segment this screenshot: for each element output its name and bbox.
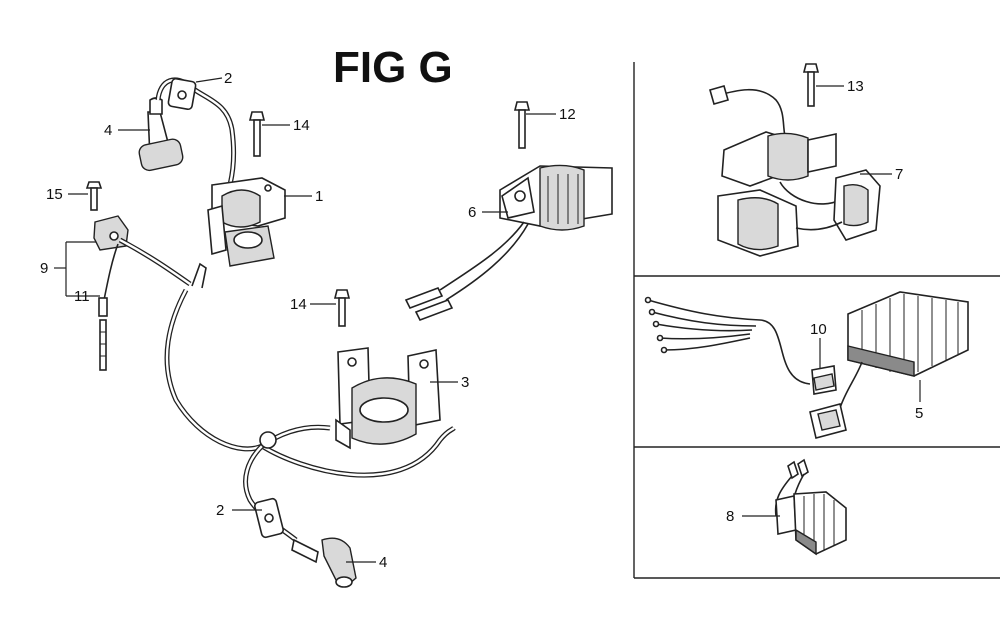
callout-5: 5 [915, 405, 923, 422]
bolt-14-middle [333, 289, 351, 327]
bolt-13 [802, 63, 820, 107]
ignition-lead-upper [155, 77, 237, 201]
callout-6: 6 [468, 204, 476, 221]
spark-plug-cap-lower [291, 537, 357, 588]
callout-14-upper: 14 [293, 117, 310, 134]
callout-2-lower: 2 [216, 502, 224, 519]
bolt-15 [85, 181, 103, 211]
ignition-lead-lower [243, 424, 331, 542]
callout-13: 13 [847, 78, 864, 95]
right-panels [633, 62, 1000, 579]
ignition-coil-3 [335, 347, 441, 450]
callout-2-upper: 2 [224, 70, 232, 87]
callout-15: 15 [46, 186, 63, 203]
callout-11: 11 [74, 288, 90, 305]
callout-14-middle: 14 [290, 296, 307, 313]
callout-1: 1 [315, 188, 323, 205]
charge-coil-6 [404, 164, 613, 322]
spark-plug-cap-upper [138, 97, 184, 172]
callout-12: 12 [559, 106, 576, 123]
callout-8: 8 [726, 508, 734, 525]
callout-7: 7 [895, 166, 903, 183]
stator-7 [709, 85, 881, 257]
bolt-12 [513, 101, 531, 149]
regulator-5 [809, 291, 969, 439]
connector-10 [811, 365, 837, 395]
callout-10: 10 [810, 321, 827, 338]
regulator-8 [774, 458, 847, 556]
wire-bundle [644, 296, 811, 385]
callout-9: 9 [40, 260, 48, 277]
callout-3: 3 [461, 374, 469, 391]
leader-lines [54, 77, 921, 563]
ignition-coil-1 [207, 177, 286, 267]
bolt-14-upper [248, 111, 266, 157]
figure-title: FIG G [333, 43, 453, 92]
callout-4-lower: 4 [379, 554, 387, 571]
callout-4-upper: 4 [104, 122, 112, 139]
